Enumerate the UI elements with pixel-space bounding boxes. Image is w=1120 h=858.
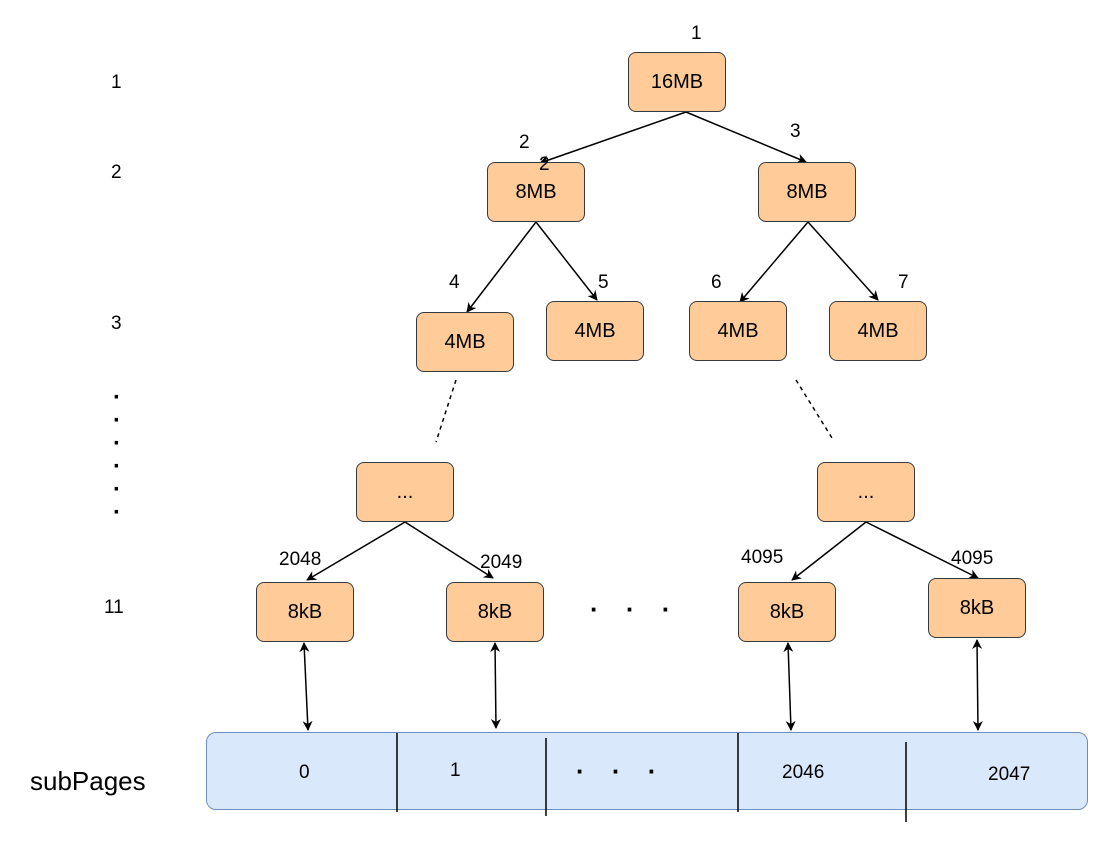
link-leaf-a bbox=[299, 642, 313, 731]
node-ellipsis-right: ... bbox=[817, 462, 915, 522]
leaf-8kb-b: 8kB bbox=[446, 582, 544, 642]
level-label-3: 3 bbox=[111, 313, 122, 334]
node-8mb-right: 8MB bbox=[758, 162, 856, 222]
dashed-right bbox=[795, 379, 833, 439]
dashed-left bbox=[435, 379, 457, 443]
edge-3-6 bbox=[739, 221, 809, 303]
node-4mb-3: 4MB bbox=[689, 301, 787, 361]
level-label-2: 2 bbox=[111, 162, 122, 183]
subpage-cell-1: 1 bbox=[450, 760, 461, 781]
edge-el-left-b bbox=[404, 521, 494, 579]
node-8mb-left: 8MB bbox=[487, 162, 585, 222]
index-label-5: 5 bbox=[598, 272, 609, 293]
edge-3-7 bbox=[807, 221, 879, 301]
index-label-2049: 2049 bbox=[480, 552, 523, 573]
leaf-8kb-d: 8kB bbox=[928, 578, 1026, 638]
level-label-11: 11 bbox=[104, 597, 124, 618]
index-label-7: 7 bbox=[898, 272, 909, 293]
subpages-array bbox=[206, 732, 1088, 810]
index-label-2-dup: 2 bbox=[539, 154, 550, 175]
subpage-cell-2047: 2047 bbox=[988, 764, 1031, 785]
subpage-cell-2046: 2046 bbox=[782, 762, 825, 783]
node-4mb-2: 4MB bbox=[546, 301, 644, 361]
leaf-8kb-c: 8kB bbox=[738, 582, 836, 642]
node-4mb-4: 4MB bbox=[829, 301, 927, 361]
index-label-4095-b: 4095 bbox=[951, 548, 994, 569]
index-label-2048: 2048 bbox=[279, 549, 322, 570]
leaf-ellipsis: · · · bbox=[590, 594, 681, 624]
subpage-cell-0: 0 bbox=[299, 762, 310, 783]
edge-el-right-c bbox=[791, 521, 867, 581]
index-label-2: 2 bbox=[519, 132, 530, 153]
edge-1-3 bbox=[685, 111, 807, 164]
node-16mb: 16MB bbox=[628, 52, 726, 112]
vertical-ellipsis: ······ bbox=[113, 384, 121, 526]
index-label-6: 6 bbox=[711, 272, 722, 293]
edge-el-left-a bbox=[306, 521, 406, 581]
edge-el-right-d bbox=[865, 521, 979, 579]
node-4mb-1: 4MB bbox=[416, 312, 514, 372]
level-label-1: 1 bbox=[111, 72, 122, 93]
edge-2-5 bbox=[535, 221, 598, 301]
link-leaf-c bbox=[783, 642, 796, 731]
index-label-3: 3 bbox=[790, 121, 801, 142]
subpage-ellipsis: · · · bbox=[576, 756, 667, 786]
node-ellipsis-left: ... bbox=[356, 462, 454, 522]
subpages-title: subPages bbox=[30, 766, 146, 796]
link-leaf-d bbox=[972, 639, 983, 731]
index-label-4: 4 bbox=[449, 272, 460, 293]
leaf-8kb-a: 8kB bbox=[256, 582, 354, 642]
link-leaf-b bbox=[490, 642, 501, 729]
edge-1-2 bbox=[539, 111, 687, 165]
index-label-4095-a: 4095 bbox=[741, 547, 784, 568]
index-label-1: 1 bbox=[691, 23, 702, 44]
edge-2-4 bbox=[466, 221, 537, 313]
